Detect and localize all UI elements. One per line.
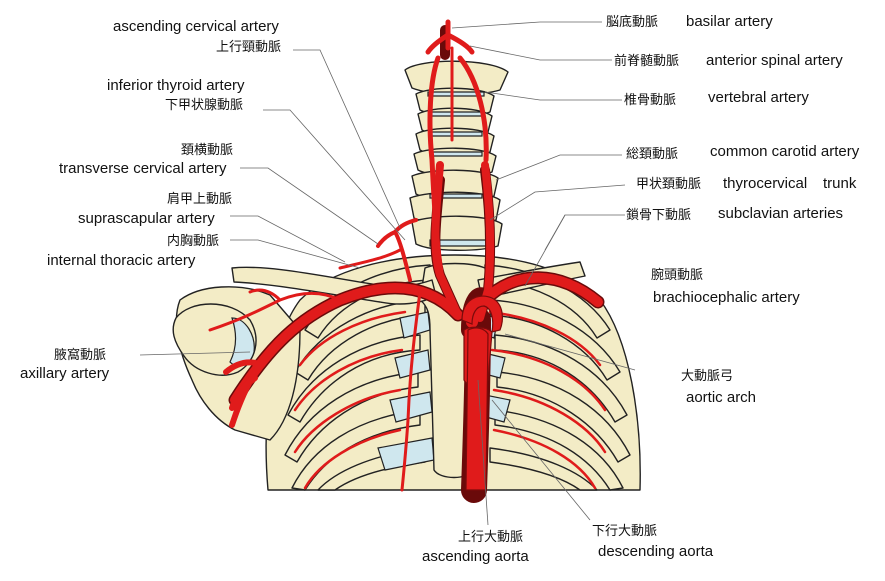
axillary-artery <box>223 332 288 428</box>
label-ascending-aorta-ja: 上行大動脈 <box>458 530 523 545</box>
suprascapular-artery <box>208 288 342 332</box>
leader-lines <box>139 21 636 526</box>
ribs-left <box>284 264 431 491</box>
basilar-artery <box>425 19 475 55</box>
label-axillary-ja: 腋窩動脈 <box>54 347 106 363</box>
descending-aorta <box>465 327 489 491</box>
label-brachiocephalic-en: brachiocephalic artery <box>653 289 800 306</box>
label-inferior-thyroid-en: inferior thyroid artery <box>107 77 245 94</box>
label-subclavian-en: subclavian arteries <box>718 205 843 222</box>
labels-bottom: 上行大動脈 ascending aorta 下行大動脈 descending a… <box>422 524 714 565</box>
label-descending-aorta-ja: 下行大動脈 <box>592 524 657 539</box>
transverse-cervical-artery <box>338 248 402 270</box>
label-transverse-cervical-en: transverse cervical artery <box>59 160 227 177</box>
label-anterior-spinal-ja: 前脊髄動脈 <box>614 53 679 69</box>
label-anterior-spinal-en: anterior spinal artery <box>706 52 843 69</box>
label-aortic-arch-ja: 大動脈弓 <box>681 369 733 384</box>
label-common-carotid-ja: 総頚動脈 <box>626 147 678 162</box>
label-transverse-cervical-ja: 頚横動脈 <box>181 143 233 158</box>
label-thyrocervical-ja: 甲状頚動脈 <box>636 177 701 192</box>
label-suprascapular-ja: 肩甲上動脈 <box>167 191 232 207</box>
label-inferior-thyroid-ja: 下甲状腺動脈 <box>165 98 243 113</box>
label-basilar-ja: 脳底動脈 <box>606 14 658 30</box>
label-ascending-cervical-en: ascending cervical artery <box>113 18 279 35</box>
common-carotid-right <box>476 161 495 322</box>
subclavian-right <box>480 272 603 307</box>
label-common-carotid-en: common carotid artery <box>710 143 860 160</box>
label-vertebral-en: vertebral artery <box>708 89 809 106</box>
label-vertebral-ja: 椎骨動脈 <box>624 93 676 108</box>
label-subclavian-ja: 鎖骨下動脈 <box>626 207 691 223</box>
labels-right: 脳底動脈 basilar artery 前脊髄動脈 anterior spina… <box>606 13 860 406</box>
labels-left: ascending cervical artery 上行頸動脈 inferior… <box>20 18 281 382</box>
label-brachiocephalic-ja: 腕頭動脈 <box>651 267 703 283</box>
intercostal-arteries <box>293 310 607 490</box>
label-internal-thoracic-en: internal thoracic artery <box>47 252 196 269</box>
label-ascending-cervical-ja: 上行頸動脈 <box>216 40 281 55</box>
label-suprascapular-en: suprascapular artery <box>78 210 215 227</box>
label-thyrocervical-en: thyrocervical <box>723 175 807 192</box>
common-carotid-left <box>431 161 462 319</box>
label-descending-aorta-en: descending aorta <box>598 543 714 560</box>
label-ascending-aorta-en: ascending aorta <box>422 548 529 565</box>
vertebral-artery-right <box>457 55 489 163</box>
label-aortic-arch-en: aortic arch <box>686 389 756 406</box>
label-basilar-en: basilar artery <box>686 13 773 30</box>
internal-thoracic-artery <box>400 290 422 492</box>
label-axillary-en: axillary artery <box>20 365 110 382</box>
label-thyrocervical-en2: trunk <box>823 175 857 192</box>
label-internal-thoracic-ja: 内胸動脈 <box>167 233 219 249</box>
